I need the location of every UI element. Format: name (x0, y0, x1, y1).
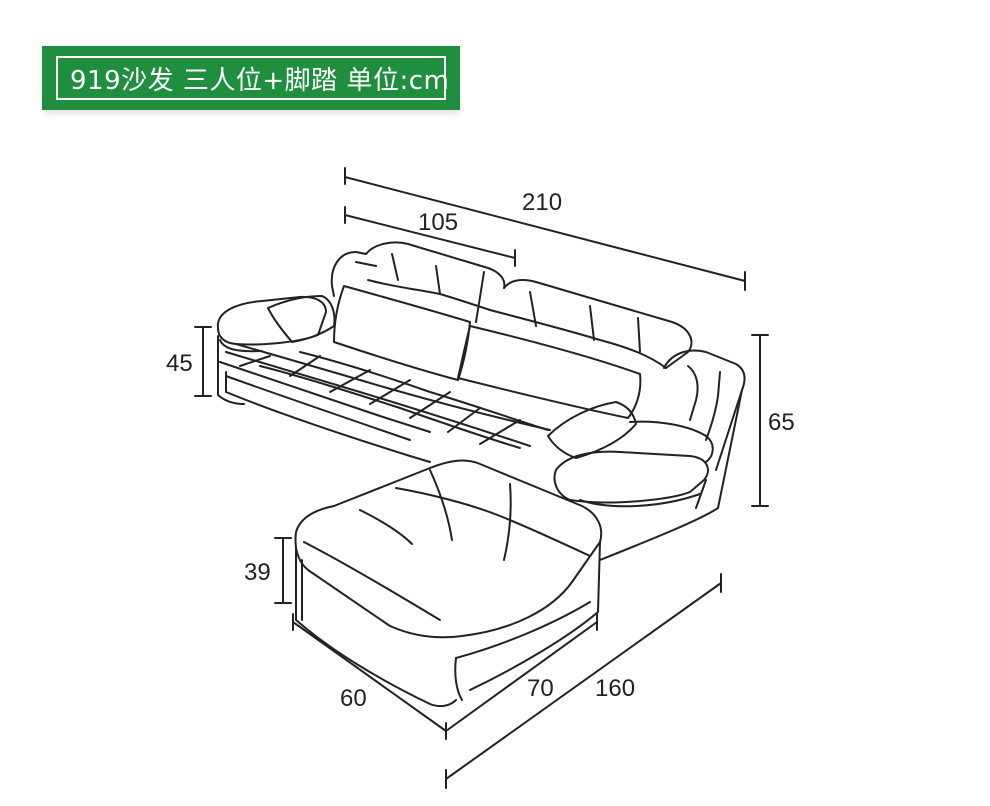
label-65: 65 (768, 409, 795, 436)
title-banner: 919沙发 三人位+脚踏 单位:cm (42, 46, 460, 110)
footstool (294, 459, 603, 708)
label-70: 70 (527, 675, 554, 702)
dimension-65-line (751, 334, 769, 507)
right-pillow (547, 401, 637, 459)
title-banner-frame: 919沙发 三人位+脚踏 单位:cm (56, 56, 450, 100)
label-39: 39 (244, 559, 271, 586)
dimension-60-line (292, 613, 447, 740)
label-105: 105 (418, 209, 458, 236)
main-seat (219, 343, 551, 463)
right-armrest (553, 349, 746, 561)
dimension-105-line (344, 206, 516, 267)
label-160: 160 (595, 675, 635, 702)
lumbar-cushion-right (457, 325, 642, 419)
left-armrest (216, 295, 327, 405)
banner-title: 919沙发 三人位+脚踏 单位:cm (70, 65, 450, 96)
dimension-160-line (445, 573, 722, 789)
label-45: 45 (166, 350, 193, 377)
label-210: 210 (522, 189, 562, 216)
dimension-39-line (274, 537, 292, 604)
lumbar-cushion-left (333, 285, 471, 381)
label-60: 60 (340, 685, 367, 712)
dimension-210-line (344, 167, 746, 291)
main-backrest (330, 241, 693, 369)
dimension-70-line (445, 613, 598, 732)
dimension-45-line (194, 326, 212, 397)
